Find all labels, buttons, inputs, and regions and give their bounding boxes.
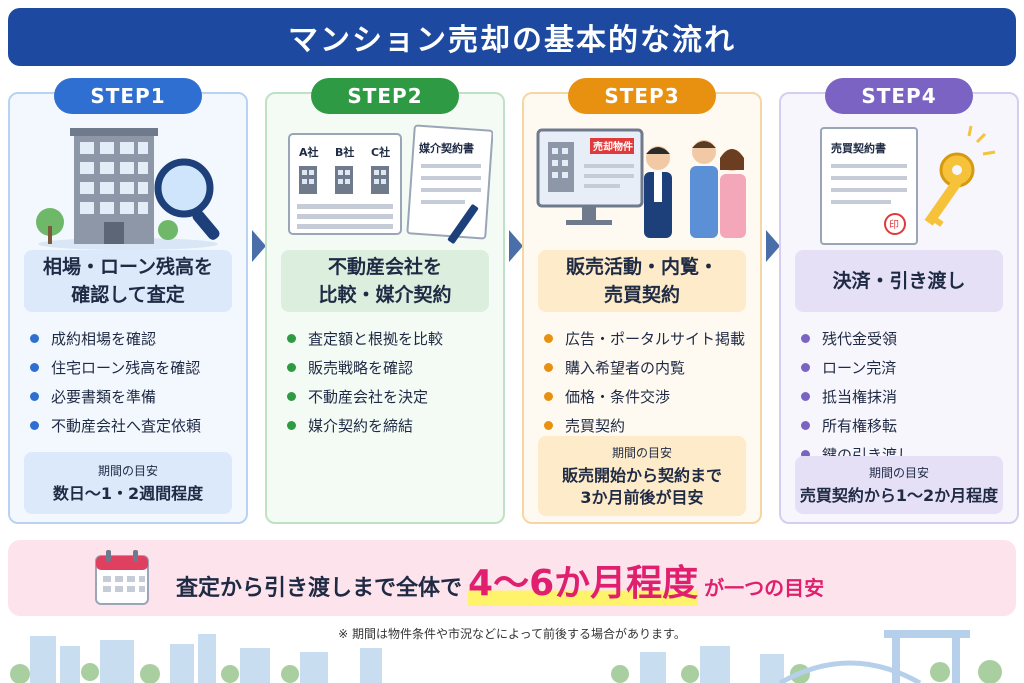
arrow-icon — [509, 230, 523, 262]
list-item: 残代金受領 — [801, 324, 912, 353]
step-1-card: STEP1 相場・ローン残高を確認して査定 成約相場を確認 住宅ローン残高を確認… — [8, 78, 248, 524]
building-search-illustration — [36, 128, 220, 250]
summary-banner: 査定から引き渡しまで全体で 4〜6か月程度 が一つの目安 — [8, 540, 1016, 616]
company-a-label: A社 — [299, 145, 319, 159]
list-item: 購入希望者の内覧 — [544, 353, 745, 382]
step-3-list: 広告・ポータルサイト掲載 購入希望者の内覧 価格・条件交渉 売買契約 — [544, 324, 745, 440]
title-banner: マンション売却の基本的な流れ — [8, 8, 1016, 66]
contract-key-illustration: 売買契約書 印 — [820, 125, 996, 245]
step-2-list: 査定額と根拠を比較 販売戦略を確認 不動産会社を決定 媒介契約を締結 — [287, 324, 443, 440]
step-1-list: 成約相場を確認 住宅ローン残高を確認 必要書類を準備 不動産会社へ査定依頼 — [30, 324, 201, 440]
step-3-heading: 販売活動・内覧・売買契約 — [538, 250, 746, 312]
list-item: 価格・条件交渉 — [544, 382, 745, 411]
sales-viewing-illustration: 売却物件 — [536, 128, 746, 238]
list-item: 必要書類を準備 — [30, 382, 201, 411]
footnote: ※ 期間は物件条件や市況などによって前後する場合があります。 — [338, 627, 686, 641]
list-item: 抵当権抹消 — [801, 382, 912, 411]
step-4-card: STEP4 売買契約書 印 決済・引き渡し 残代金受領 ローン完済 抵当権抹消 … — [779, 78, 1019, 524]
arrow-icon — [766, 230, 780, 262]
list-item: 住宅ローン残高を確認 — [30, 353, 201, 382]
page-title: マンション売却の基本的な流れ — [288, 23, 736, 58]
list-item: 所有権移転 — [801, 411, 912, 440]
step-2-card: STEP2 A社 B社 C社 媒介契約書 不動産会社を比較・媒介契約 査定額と根… — [265, 78, 505, 524]
summary-text: 査定から引き渡しまで全体で 4〜6か月程度 が一つの目安 — [176, 554, 824, 606]
summary-duration: 4〜6か月程度 — [468, 554, 699, 606]
sales-contract-title: 売買契約書 — [831, 141, 886, 155]
list-item: 不動産会社へ査定依頼 — [30, 411, 201, 440]
step-4-badge: STEP4 — [825, 78, 973, 114]
seal-stamp: 印 — [889, 219, 899, 231]
calendar-icon — [95, 550, 149, 605]
list-item: 成約相場を確認 — [30, 324, 201, 353]
step-1-period: 期間の目安 数日〜1・2週間程度 — [24, 452, 232, 514]
list-item: 販売戦略を確認 — [287, 353, 443, 382]
list-item: ローン完済 — [801, 353, 912, 382]
company-b-label: B社 — [335, 145, 354, 159]
step-1-heading: 相場・ローン残高を確認して査定 — [24, 250, 232, 312]
listing-label: 売却物件 — [593, 140, 633, 153]
company-compare-illustration: A社 B社 C社 媒介契約書 — [288, 124, 493, 244]
step-2-heading: 不動産会社を比較・媒介契約 — [281, 250, 489, 312]
list-item: 売買契約 — [544, 411, 745, 440]
step-1-badge: STEP1 — [54, 78, 202, 114]
step-2-badge: STEP2 — [311, 78, 459, 114]
step-4-list: 残代金受領 ローン完済 抵当権抹消 所有権移転 鍵の引き渡し — [801, 324, 912, 469]
step-4-heading: 決済・引き渡し — [795, 250, 1003, 312]
company-c-label: C社 — [371, 145, 390, 159]
step-3-period: 期間の目安 販売開始から契約まで 3か月前後が目安 — [538, 436, 746, 516]
step-4-period: 期間の目安 売買契約から1〜2か月程度 — [795, 456, 1003, 514]
list-item: 不動産会社を決定 — [287, 382, 443, 411]
step-3-card: STEP3 売却物件 販売活動・内覧・売買契約 広告・ポータルサイト掲載 購入希… — [522, 78, 762, 524]
list-item: 査定額と根拠を比較 — [287, 324, 443, 353]
city-skyline-illustration — [10, 630, 1002, 683]
step-3-badge: STEP3 — [568, 78, 716, 114]
arrow-icon — [252, 230, 266, 262]
list-item: 広告・ポータルサイト掲載 — [544, 324, 745, 353]
brokerage-contract-title: 媒介契約書 — [418, 141, 474, 155]
list-item: 媒介契約を締結 — [287, 411, 443, 440]
